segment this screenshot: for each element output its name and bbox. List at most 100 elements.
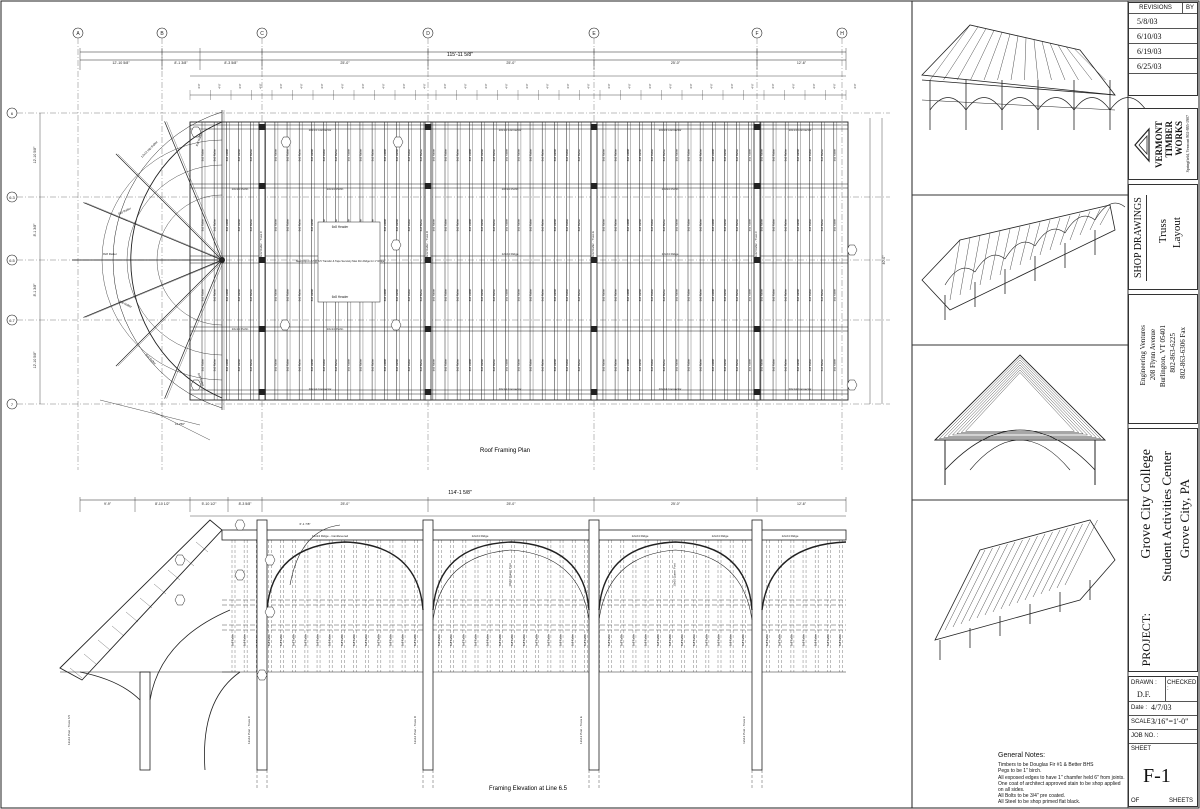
rafter-label: 8x8 Rafter xyxy=(614,359,618,372)
grid-label: 6.3 xyxy=(9,195,15,200)
rafter-label: 8x8 Rafter xyxy=(772,359,776,372)
iso-rafter xyxy=(1009,226,1021,271)
rafter-label: 8x8 Rafter xyxy=(699,219,703,232)
iso-rafter xyxy=(1049,217,1061,251)
iso-view-2 xyxy=(921,202,1126,320)
iso-frame xyxy=(956,367,1084,434)
rafter-label: 8x8 Rafter xyxy=(729,634,733,646)
rafter-label: 8x8 Rafter xyxy=(492,359,496,372)
iso-rafter xyxy=(1024,529,1061,601)
rafter-label: 8x8 Rafter xyxy=(201,149,205,162)
rafter-label: 8x8 Rafter xyxy=(371,149,375,162)
iso-rafter xyxy=(997,33,1011,81)
dimension-text: 4'-0" xyxy=(792,83,796,88)
rafter-label: 8x8 Rafter xyxy=(413,634,417,646)
iso-frame xyxy=(952,364,1088,436)
rafter-label: 8x8 Rafter xyxy=(504,149,508,162)
rafter-label: 8x8 Rafter xyxy=(237,289,241,302)
rafter-label: 8x8 Rafter xyxy=(687,289,691,302)
rafter-label: 8x8 Rafter xyxy=(735,289,739,302)
rafter-label: 8x8 Rafter xyxy=(802,634,806,646)
rafter-label: 8x8 Rafter xyxy=(553,149,557,162)
rafter-label: 8x8 Rafter xyxy=(201,289,205,302)
iso-frame xyxy=(965,372,1075,432)
iso-rafter xyxy=(1039,220,1051,256)
rafter-label: 8x8 Rafter xyxy=(711,219,715,232)
dimension-text: 4'-0" xyxy=(423,83,427,88)
hip-rafter-elevation xyxy=(59,519,223,681)
arch-brace xyxy=(432,549,590,621)
iso-view-3 xyxy=(933,354,1107,485)
rafter-label: 8x8 Rafter xyxy=(480,289,484,302)
rafter-label: 8x8 Rafter xyxy=(298,149,302,162)
rafter-label: 8x8 Rafter xyxy=(225,359,229,372)
iso-frame xyxy=(938,357,1102,439)
grid-label: A xyxy=(76,31,80,37)
grid-label: D xyxy=(426,31,430,37)
rafter-label: 8x8 Rafter xyxy=(808,289,812,302)
hatch-line xyxy=(69,667,83,679)
rafter-label: 8x8 Rafter xyxy=(237,149,241,162)
detail-tag xyxy=(846,244,858,256)
project-line3: Grove City, PA xyxy=(1177,479,1192,559)
rafter-label: 8x8 Rafter xyxy=(395,289,399,302)
rafter-label: 8x8 Rafter xyxy=(626,219,630,232)
dimension-text: 12'-10 5/8" xyxy=(33,351,37,368)
date-value: 4/7/03 xyxy=(1151,703,1172,712)
dimension-text: 4'-0" xyxy=(279,83,283,88)
detail-tag xyxy=(264,606,276,618)
rafter-label: 8x8 Rafter xyxy=(444,149,448,162)
rafter-label: 8x8 Rafter xyxy=(303,634,307,646)
rafter-label: 8x8 Rafter xyxy=(444,289,448,302)
checked-label: CHECKED : xyxy=(1167,680,1197,692)
rafter-label: 8x8 Rafter xyxy=(273,359,277,372)
rafter-label: 8x8 Rafter xyxy=(395,359,399,372)
rafter-label: 8x8 Rafter xyxy=(601,289,605,302)
purlin-label: 10x14 Purlin xyxy=(232,327,249,331)
rafter-label: 8x8 Rafter xyxy=(504,359,508,372)
revisions-by: BY xyxy=(1182,3,1197,13)
dimension-text: 4'-0" xyxy=(751,83,755,88)
post-label: 12x12 Post - Truss D xyxy=(413,715,417,744)
steel-plate xyxy=(590,183,598,189)
rafter-label: 8x8 Rafter xyxy=(201,359,205,372)
rafter-label: 8x8 Rafter xyxy=(286,359,290,372)
fields-block: DRAWN : D.F. CHECKED : Date : 4/7/03 SCA… xyxy=(1128,676,1198,807)
sheets-label: SHEETS xyxy=(1169,798,1194,804)
shop-subtitle: Layout xyxy=(1171,217,1183,249)
member-label: 10x10 Queen Post xyxy=(508,563,512,586)
rafter-label: 8x8 Rafter xyxy=(747,359,751,372)
engineer-line: 802-863-6225 xyxy=(1169,333,1177,373)
engineer-line: Burlington, VT 05401 xyxy=(1159,325,1167,388)
rafter-label: 8x8 Rafter xyxy=(237,219,241,232)
dimension-text: 4'-0" xyxy=(730,83,734,88)
dimension-text: 4'-0" xyxy=(771,83,775,88)
rafter-label: 8x8 Rafter xyxy=(735,359,739,372)
rafter-label: 8x8 Rafter xyxy=(516,289,520,302)
rafter-label: 8x8 Rafter xyxy=(516,359,520,372)
steel-plate xyxy=(258,389,266,395)
header-box xyxy=(317,221,381,303)
rafter-label: 8x8 Rafter xyxy=(626,149,630,162)
rafter-label: 8x8 Rafter xyxy=(614,219,618,232)
dimension-text: 25'-0" xyxy=(507,502,517,506)
dimension-text: 4'-0" xyxy=(525,83,529,88)
rafter-label: 8x8 Rafter xyxy=(358,149,362,162)
rafter-label: 8x8 Rafter xyxy=(249,359,253,372)
revision-row: 6/25/03 xyxy=(1129,58,1197,73)
iso-arch xyxy=(929,97,967,111)
rafter-label: 8x8 Rafter xyxy=(456,289,460,302)
rafter-label: 8x8 Rafter xyxy=(213,219,217,232)
plan-overall-dim: 115'-11 5/8" xyxy=(447,52,473,58)
steel-plate xyxy=(424,257,432,263)
iso-rafter xyxy=(1033,39,1039,81)
dimension-text: 4'-0" xyxy=(382,83,386,88)
steel-plate xyxy=(590,124,598,130)
truss-label: 12x12 Rafter - Truss F xyxy=(754,231,758,259)
steel-plate xyxy=(753,183,761,189)
revision-row: 5/8/03 xyxy=(1129,13,1197,28)
rafter-label: 8x8 Rafter xyxy=(431,289,435,302)
detail-tag xyxy=(174,554,186,566)
